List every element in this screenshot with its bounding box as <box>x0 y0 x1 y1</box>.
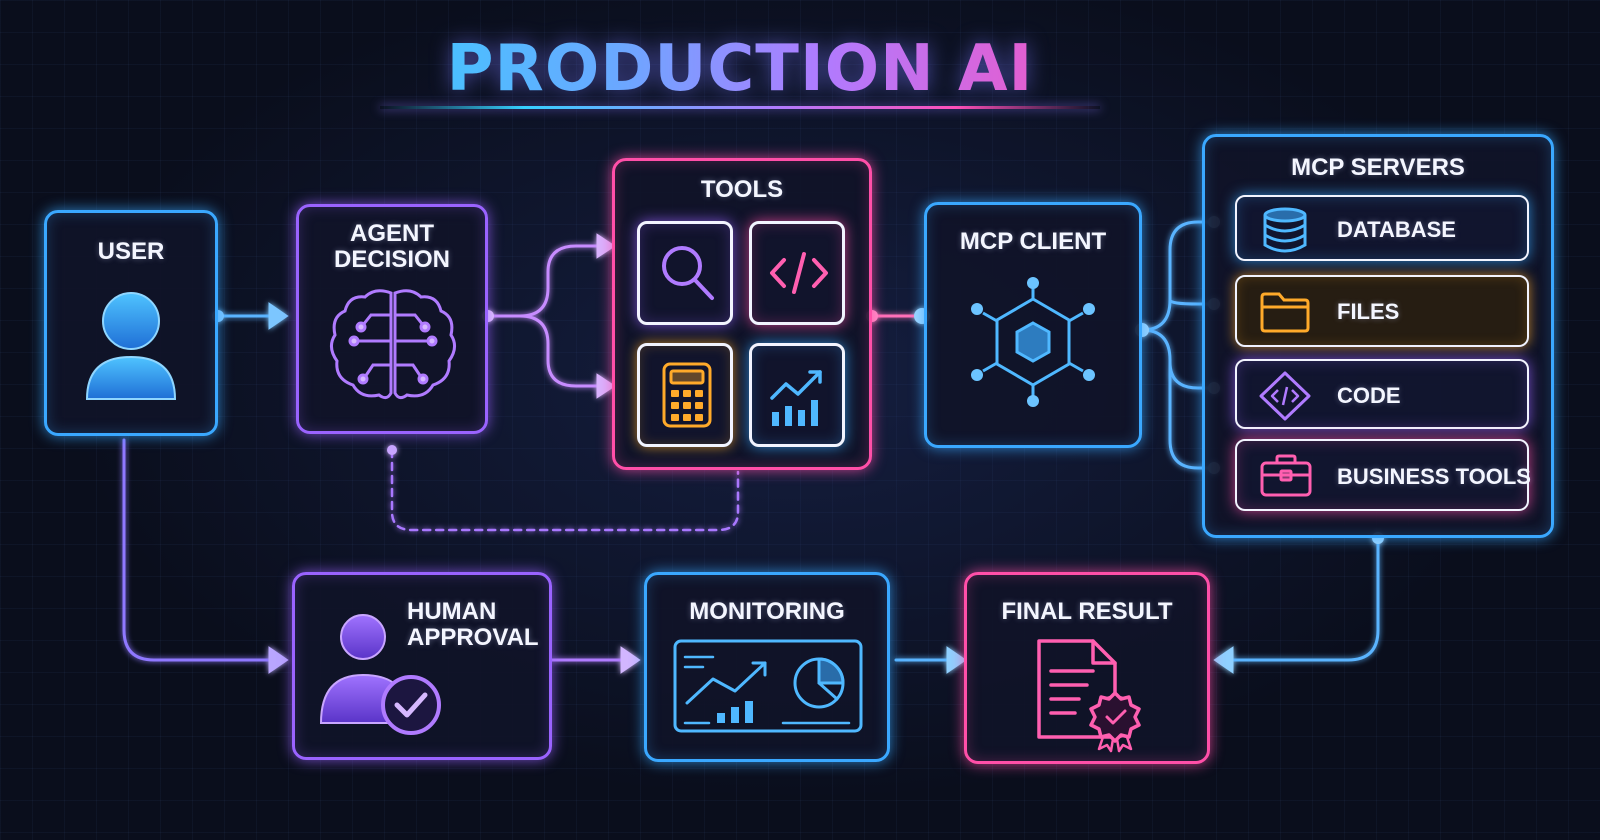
human-approval-node: HUMAN APPROVAL <box>292 572 552 760</box>
arrow-servers-to-final <box>1220 536 1380 662</box>
feedback-loop-dashed <box>390 448 740 532</box>
arrow-agent-to-tools-bottom <box>518 314 610 388</box>
tool-search-tile <box>637 221 733 325</box>
mcp-servers-label: MCP SERVERS <box>1291 154 1465 181</box>
tool-chart-tile <box>749 343 845 447</box>
server-row-files: FILES <box>1235 275 1529 347</box>
arrow-tools-top-head <box>596 233 616 259</box>
arrow-agent-to-tools-top <box>486 244 610 318</box>
mcp-client-node: MCP CLIENT <box>924 202 1142 448</box>
tool-code-tile <box>749 221 845 325</box>
tools-label: TOOLS <box>700 176 784 203</box>
server-label-database: DATABASE <box>1337 217 1456 242</box>
human-approval-label-line1: HUMAN <box>407 598 497 625</box>
database-icon <box>1263 207 1307 253</box>
monitoring-node: MONITORING <box>644 572 890 762</box>
certified-document-icon <box>1037 639 1141 753</box>
mcp-client-label: MCP CLIENT <box>959 228 1107 255</box>
code-icon <box>770 252 828 294</box>
connector-dot <box>387 445 397 455</box>
folder-icon <box>1260 292 1310 333</box>
arrow-user-to-approval <box>122 438 282 662</box>
server-row-database: DATABASE <box>1235 195 1529 261</box>
hub-network-icon <box>971 277 1095 407</box>
agent-decision-label-line2: DECISION <box>333 246 450 273</box>
arrow-tools-bottom-head <box>596 373 616 399</box>
server-label-business-tools: BUSINESS TOOLS <box>1337 464 1531 489</box>
chart-icon <box>770 370 822 426</box>
server-label-files: FILES <box>1337 299 1400 324</box>
user-label: USER <box>97 238 165 265</box>
mcp-servers-node: MCP SERVERS DATABASE FILES CODE <box>1202 134 1554 538</box>
arrow-client-to-servers <box>1140 220 1216 332</box>
brain-icon <box>330 289 456 400</box>
magnifier-icon <box>662 246 714 300</box>
dashboard-icon <box>673 639 863 733</box>
code-icon <box>1259 371 1311 421</box>
tool-calculator-tile <box>637 343 733 447</box>
human-approval-label-line2: APPROVAL <box>407 624 539 651</box>
tools-node: TOOLS <box>612 158 872 470</box>
user-icon <box>85 292 177 400</box>
agent-decision-node: AGENT DECISION <box>296 204 488 434</box>
final-result-node: FINAL RESULT <box>964 572 1210 764</box>
briefcase-icon <box>1260 454 1312 497</box>
server-row-business-tools: BUSINESS TOOLS <box>1235 439 1531 511</box>
approval-user-check-icon <box>319 614 441 735</box>
server-row-code: CODE <box>1235 359 1529 429</box>
diagram-title: PRODUCTION AI AGENT <box>330 32 1150 180</box>
agent-decision-label-line1: AGENT <box>350 220 434 247</box>
calculator-icon <box>662 362 712 428</box>
monitoring-label: MONITORING <box>689 598 845 625</box>
arrow-user-to-agent-head <box>268 302 289 330</box>
final-result-label: FINAL RESULT <box>1001 598 1173 625</box>
server-label-code: CODE <box>1337 383 1401 408</box>
user-node: USER <box>44 210 218 436</box>
title-underline <box>380 106 1100 109</box>
